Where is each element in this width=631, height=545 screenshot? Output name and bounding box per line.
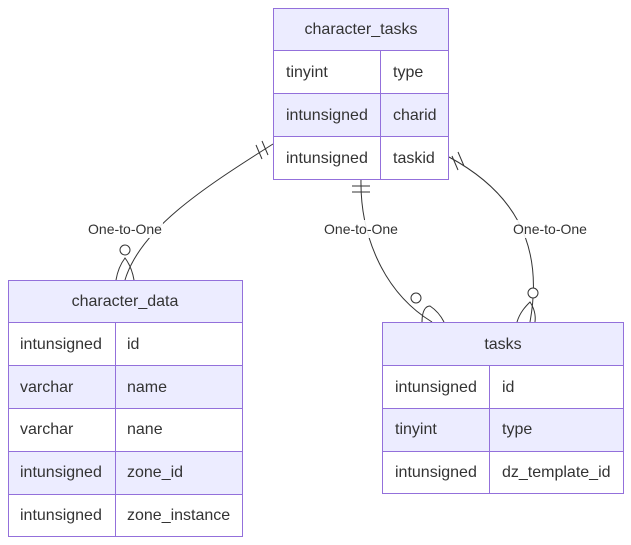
entity-header xyxy=(8,280,243,323)
zero-circle-marker xyxy=(410,292,422,304)
one-bar-marker xyxy=(451,155,459,171)
attribute-name-cell xyxy=(489,365,624,409)
attribute-name-cell xyxy=(115,408,243,452)
entity-title: character_tasks xyxy=(305,21,418,38)
attribute-name: charid xyxy=(393,107,437,124)
relationship-label-3: One-to-One xyxy=(512,220,588,238)
relationship-labels: One-to-One One-to-One One-to-One xyxy=(87,220,588,238)
attribute-name: id xyxy=(127,336,139,353)
entity-character-tasks: character_tasks tinyint type intunsigned… xyxy=(273,8,449,180)
cardinality-markers xyxy=(115,140,539,323)
attribute-type: intunsigned xyxy=(20,507,102,524)
attribute-name: dz_template_id xyxy=(502,464,611,481)
attribute-name-cell xyxy=(115,451,243,495)
attribute-name: type xyxy=(502,421,532,438)
attribute-name-cell xyxy=(115,494,243,537)
attribute-name: name xyxy=(127,379,167,396)
attribute-type: varchar xyxy=(20,379,74,396)
zero-circle-marker xyxy=(119,244,131,256)
attribute-type-cell xyxy=(273,93,381,137)
one-bar-marker xyxy=(261,140,269,156)
attribute-name-cell xyxy=(489,408,624,452)
attribute-type-cell xyxy=(273,50,381,94)
relationship-label-2: One-to-One xyxy=(323,220,399,238)
entity-character-data: character_data intunsigned id varchar na… xyxy=(8,280,243,537)
relationship-label-text: One-to-One xyxy=(88,221,162,237)
attribute-type-cell xyxy=(8,451,116,495)
edge-character-tasks-to-tasks-right xyxy=(448,156,534,323)
attribute-type-cell xyxy=(273,136,381,180)
attribute-type-cell xyxy=(8,365,116,409)
attribute-name: zone_id xyxy=(127,464,183,481)
attribute-name: type xyxy=(393,64,423,81)
attribute-type: varchar xyxy=(20,421,74,438)
entity-title: character_data xyxy=(72,293,179,310)
attribute-type: intunsigned xyxy=(395,464,477,481)
attribute-type: intunsigned xyxy=(286,150,368,167)
zero-circle-marker xyxy=(527,287,539,299)
attribute-type-cell xyxy=(8,408,116,452)
attribute-name-cell xyxy=(380,93,449,137)
crowfoot-marker xyxy=(516,301,536,323)
attribute-name: taskid xyxy=(393,150,435,167)
one-bar-marker xyxy=(457,151,465,167)
edge-character-tasks-to-tasks-center xyxy=(360,178,433,323)
entity-tasks: tasks intunsigned id tinyint type intuns… xyxy=(382,322,624,494)
attribute-type: intunsigned xyxy=(20,336,102,353)
relationship-label-text: One-to-One xyxy=(513,221,587,237)
crowfoot-marker xyxy=(421,305,445,323)
attribute-type: intunsigned xyxy=(395,379,477,396)
attribute-name-cell xyxy=(380,136,449,180)
relationship-label-text: One-to-One xyxy=(324,221,398,237)
attribute-type: tinyint xyxy=(286,64,328,81)
entity-title: tasks xyxy=(484,336,521,353)
edge-character-tasks-to-character-data xyxy=(124,143,274,281)
attribute-name-cell xyxy=(489,451,624,494)
attribute-type: intunsigned xyxy=(20,464,102,481)
entity-header xyxy=(382,322,624,366)
attribute-name: zone_instance xyxy=(127,507,230,524)
attribute-type: tinyint xyxy=(395,421,437,438)
attribute-name-cell xyxy=(115,322,243,366)
crowfoot-marker xyxy=(115,257,135,281)
one-bar-marker xyxy=(255,144,263,160)
attribute-name: nane xyxy=(127,421,163,438)
attribute-type-cell xyxy=(8,494,116,537)
attribute-type: intunsigned xyxy=(286,107,368,124)
attribute-name-cell xyxy=(115,365,243,409)
relationship-label-1: One-to-One xyxy=(87,220,163,238)
attribute-name: id xyxy=(502,379,514,396)
attribute-type-cell xyxy=(382,408,490,452)
